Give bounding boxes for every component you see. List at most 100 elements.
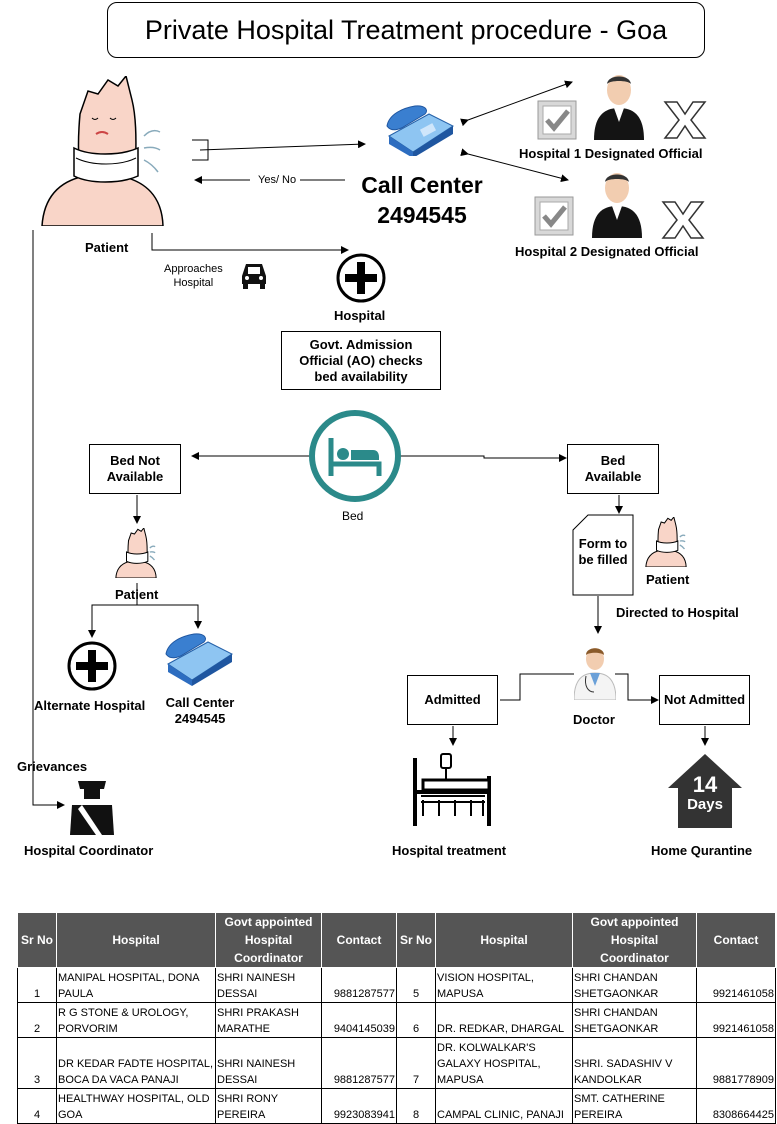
- cell-coordinator: SHRI CHANDAN SHETGAONKAR: [572, 967, 697, 1003]
- form-label: Form to be filled: [578, 536, 628, 567]
- days-word: Days: [687, 796, 723, 813]
- cell-contact: 8308664425: [696, 1088, 776, 1124]
- cell-contact: 9881287577: [321, 1037, 397, 1089]
- hospital2-official-label: Hospital 2 Designated Official: [515, 244, 699, 259]
- home-quarantine-label: Home Qurantine: [651, 843, 753, 858]
- cell-hospital: HEALTHWAY HOSPITAL, OLD GOA: [56, 1088, 216, 1124]
- home-quarantine-house-icon: [668, 754, 742, 828]
- table-row: 3 DR KEDAR FADTE HOSPITAL, BOCA DA VACA …: [17, 1037, 776, 1089]
- header-sr-no: Sr No: [396, 912, 436, 968]
- cell-sr-no: 4: [17, 1088, 57, 1124]
- cell-hospital: DR. KOLWALKAR'S GALAXY HOSPITAL, MAPUSA: [435, 1037, 573, 1089]
- not-admitted-box: Not Admitted: [659, 675, 750, 725]
- cell-hospital: CAMPAL CLINIC, PANAJI: [435, 1088, 573, 1124]
- cell-contact: 9404145039: [321, 1002, 397, 1038]
- patient-small-icon: [645, 517, 687, 567]
- official-person-icon: [592, 173, 642, 238]
- hospital-bed-icon: [413, 753, 491, 826]
- cell-coordinator: SHRI NAINESH DESSAI: [215, 967, 322, 1003]
- header-hospital: Hospital: [435, 912, 573, 968]
- call-center-2-word: Call Center: [165, 695, 235, 710]
- approaches-hospital-label: Approaches Hospital: [164, 262, 223, 290]
- table-row: 4 HEALTHWAY HOSPITAL, OLD GOA SHRI RONY …: [17, 1088, 776, 1124]
- call-center-2-number: 2494545: [174, 711, 226, 726]
- cell-coordinator: SHRI CHANDAN SHETGAONKAR: [572, 1002, 697, 1038]
- cell-hospital: VISION HOSPITAL, MAPUSA: [435, 967, 573, 1003]
- bed-label: Bed: [342, 509, 364, 523]
- cell-coordinator: SHRI PRAKASH MARATHE: [215, 1002, 322, 1038]
- patient-label: Patient: [85, 240, 129, 255]
- cell-sr-no: 3: [17, 1037, 57, 1089]
- call-center-number: 2494545: [377, 202, 467, 228]
- cell-contact: 9881287577: [321, 967, 397, 1003]
- cell-coordinator: SHRI RONY PEREIRA: [215, 1088, 322, 1124]
- bed-not-available-box: Bed Not Available: [89, 444, 181, 494]
- yes-no-label: Yes/ No: [258, 174, 297, 186]
- cell-contact: 9921461058: [696, 1002, 776, 1038]
- cross-x-icon: [663, 101, 707, 139]
- table-row: 2 R G STONE & UROLOGY, PORVORIM SHRI PRA…: [17, 1002, 776, 1038]
- cell-contact: 9881778909: [696, 1037, 776, 1089]
- header-sr-no: Sr No: [17, 912, 57, 968]
- grievances-label: Grievances: [17, 759, 88, 774]
- call-center-title: Call Center 2494545: [340, 170, 504, 230]
- days-number: 14: [692, 772, 718, 797]
- admission-official-box: Govt. Admission Official (AO) checks bed…: [281, 331, 441, 390]
- telephone-icon: [165, 633, 234, 686]
- cell-hospital: R G STONE & UROLOGY, PORVORIM: [56, 1002, 216, 1038]
- cell-contact: 9921461058: [696, 967, 776, 1003]
- hospital-cross-icon: [336, 253, 386, 303]
- hospital-treatment-label: Hospital treatment: [392, 843, 507, 858]
- cross-x-icon: [661, 201, 705, 239]
- approaches-hospital-word: Hospital: [173, 277, 214, 289]
- coordinator-officer-icon: [70, 781, 114, 835]
- patient-left-label: Patient: [115, 587, 159, 602]
- cell-coordinator: SMT. CATHERINE PEREIRA: [572, 1088, 697, 1124]
- telephone-icon: [386, 105, 455, 156]
- hospital-coordinators-table: Sr No Hospital Govt appointed Hospital C…: [17, 912, 776, 1124]
- checkbox-checked-icon: [534, 196, 574, 236]
- cell-sr-no: 6: [396, 1002, 436, 1038]
- flow-connectors: [32, 80, 709, 809]
- patient-sick-icon: [41, 76, 164, 226]
- hospital1-official-label: Hospital 1 Designated Official: [519, 146, 703, 161]
- patient-small-icon: [115, 528, 157, 578]
- official-person-icon: [594, 75, 644, 140]
- admitted-box: Admitted: [407, 675, 498, 725]
- car-icon: [242, 264, 266, 289]
- directed-to-hospital-label: Directed to Hospital: [616, 605, 739, 620]
- header-contact: Contact: [321, 912, 397, 968]
- header-coordinator: Govt appointed Hospital Coordinator: [215, 912, 322, 968]
- header-hospital: Hospital: [56, 912, 216, 968]
- checkbox-checked-icon: [537, 100, 577, 140]
- approaches-label: Approaches: [164, 263, 223, 275]
- header-contact: Contact: [696, 912, 776, 968]
- patient-right-label: Patient: [646, 572, 690, 587]
- cell-sr-no: 8: [396, 1088, 436, 1124]
- diagram-title: Private Hospital Treatment procedure - G…: [107, 2, 705, 58]
- hospital-cross-icon: [67, 641, 117, 691]
- cell-hospital: MANIPAL HOSPITAL, DONA PAULA: [56, 967, 216, 1003]
- call-center-label: Call Center: [361, 172, 483, 198]
- bed-circle-icon: [309, 410, 401, 502]
- cell-coordinator: SHRI. SADASHIV V KANDOLKAR: [572, 1037, 697, 1089]
- header-coordinator: Govt appointed Hospital Coordinator: [572, 912, 697, 968]
- cell-hospital: DR. REDKAR, DHARGAL: [435, 1002, 573, 1038]
- cell-coordinator: SHRI NAINESH DESSAI: [215, 1037, 322, 1089]
- hospital-coordinator-label: Hospital Coordinator: [24, 843, 154, 858]
- table-header-row: Sr No Hospital Govt appointed Hospital C…: [17, 912, 776, 968]
- doctor-icon: [574, 648, 616, 700]
- cell-sr-no: 1: [17, 967, 57, 1003]
- hospital-label: Hospital: [334, 308, 386, 323]
- cell-contact: 9923083941: [321, 1088, 397, 1124]
- bed-available-box: Bed Available: [567, 444, 659, 494]
- table-row: 1 MANIPAL HOSPITAL, DONA PAULA SHRI NAIN…: [17, 967, 776, 1003]
- form-document-icon: [572, 514, 634, 596]
- cell-sr-no: 2: [17, 1002, 57, 1038]
- alternate-hospital-label: Alternate Hospital: [34, 698, 146, 713]
- call-center-2-label: Call Center 2494545: [160, 695, 240, 727]
- cell-sr-no: 7: [396, 1037, 436, 1089]
- cell-hospital: DR KEDAR FADTE HOSPITAL, BOCA DA VACA PA…: [56, 1037, 216, 1089]
- cell-sr-no: 5: [396, 967, 436, 1003]
- doctor-label: Doctor: [573, 712, 615, 727]
